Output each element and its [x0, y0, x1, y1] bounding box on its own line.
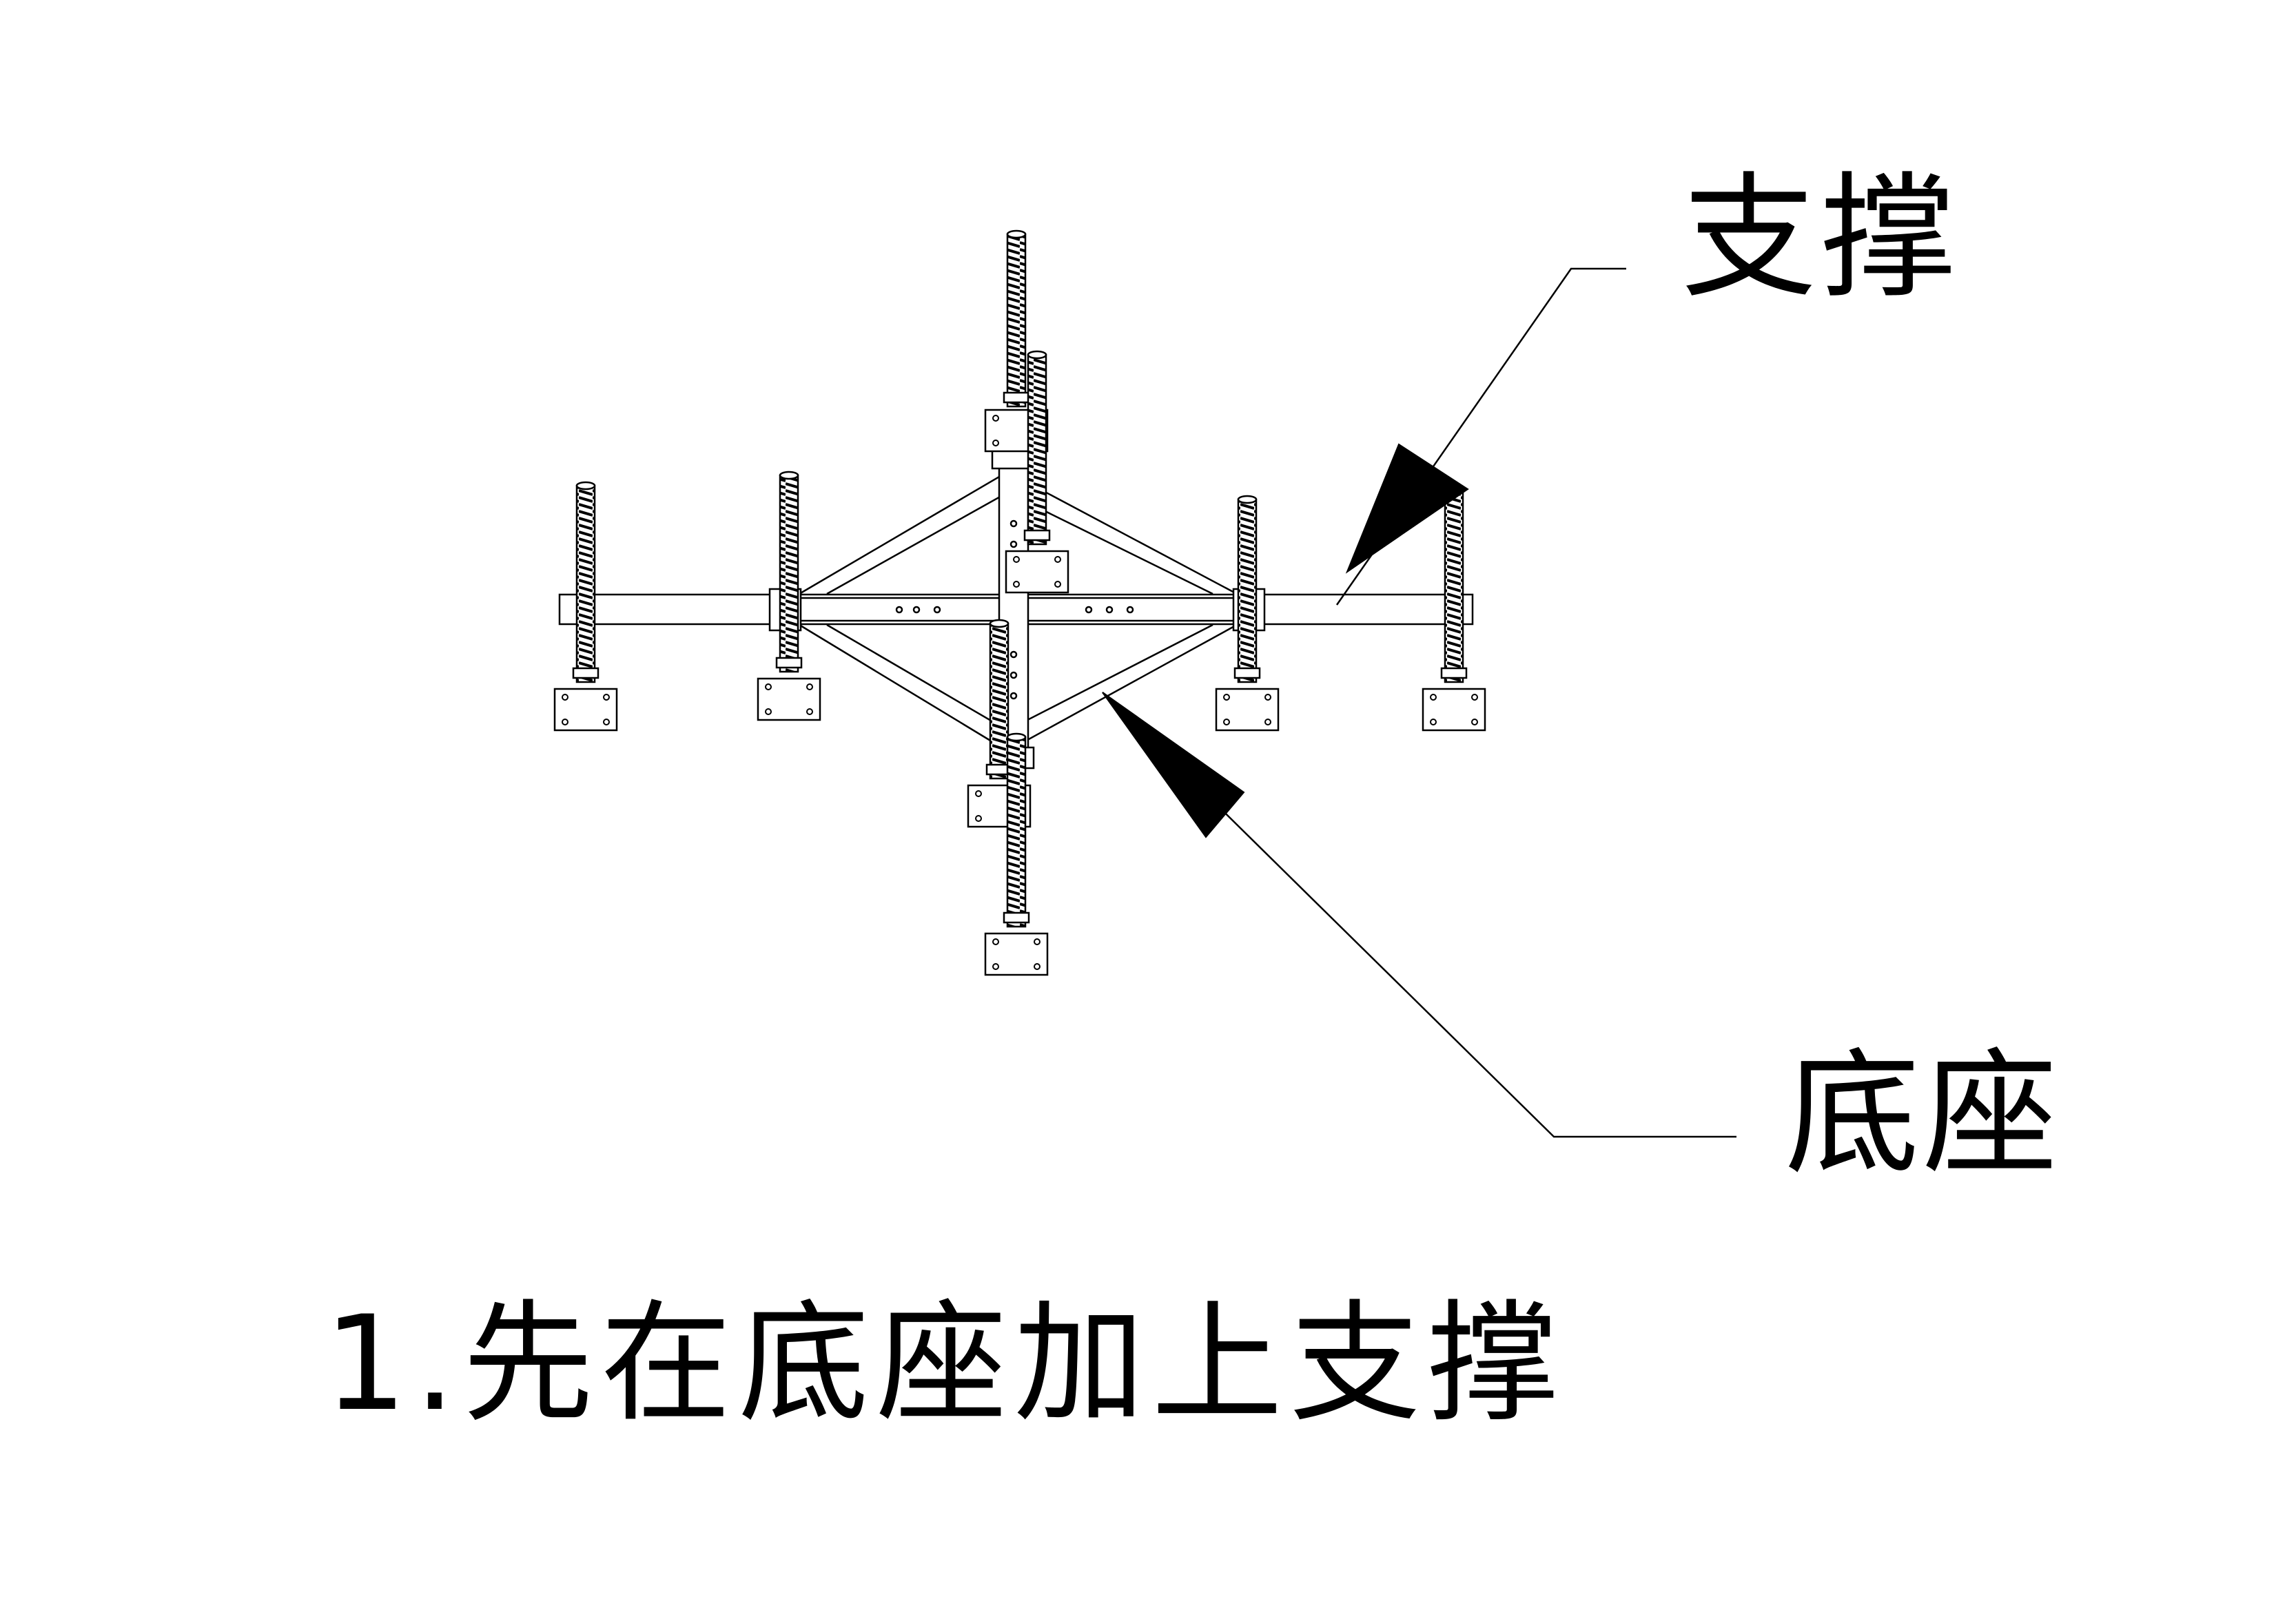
base-frame [558, 446, 1474, 770]
pointer-arrows [1102, 443, 1469, 838]
screw-jack [984, 732, 1049, 976]
base-label: 底座 [1785, 1036, 2061, 1193]
screw-jack [1215, 495, 1280, 732]
arrow-base [1102, 692, 1245, 838]
leader-lines [1102, 267, 1736, 1138]
leader-support [1335, 267, 1626, 606]
step-caption: 1.先在底座加上支撑 [324, 1288, 1566, 1440]
screw-jack [757, 471, 821, 721]
screw-jack [553, 481, 618, 732]
leader-base [1102, 692, 1736, 1138]
support-label: 支撑 [1681, 160, 1960, 317]
screw-jacks [553, 229, 1486, 976]
screw-jack [1005, 350, 1069, 594]
arrow-support [1345, 443, 1469, 574]
